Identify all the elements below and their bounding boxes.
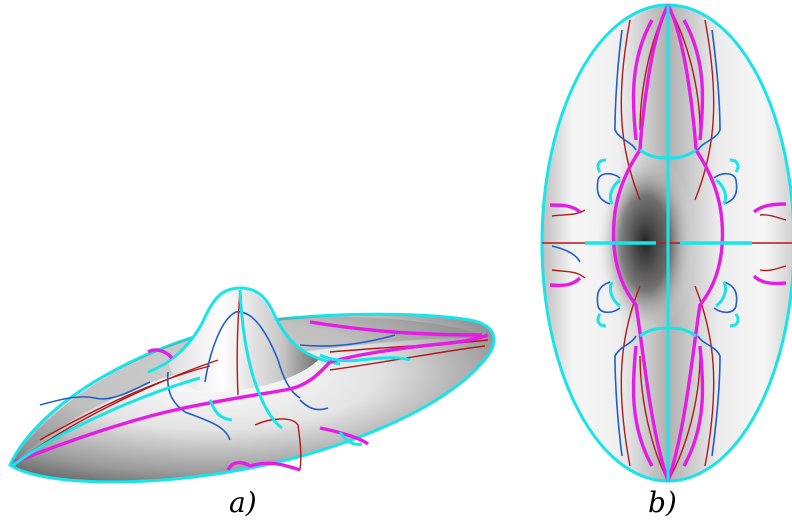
caption-a: a) bbox=[229, 486, 257, 519]
curve-b-magenta-5 bbox=[752, 202, 787, 214]
curve-b-red-5 bbox=[551, 269, 586, 279]
curve-b-magenta-9 bbox=[631, 345, 654, 467]
curve-b-blue-2 bbox=[697, 29, 721, 151]
curve-b-cyan-1 bbox=[608, 178, 621, 205]
curve-b-magenta-10 bbox=[682, 345, 705, 467]
curve-a-bump-outline bbox=[147, 286, 341, 374]
caption-b: b) bbox=[648, 486, 677, 519]
curve-a-cyan-1 bbox=[11, 376, 201, 468]
curve-a-magenta-5 bbox=[226, 460, 301, 472]
curve-b-blue-8 bbox=[713, 281, 738, 314]
curve-a-magenta-1 bbox=[14, 360, 332, 464]
curve-a-magenta-2 bbox=[329, 333, 489, 364]
curve-b-red-6 bbox=[551, 209, 586, 217]
curve-a-cyan-5 bbox=[338, 431, 363, 446]
curve-b-blue-1 bbox=[614, 29, 637, 151]
curve-a-magenta-6 bbox=[319, 426, 370, 446]
curve-b-cyan-3 bbox=[608, 281, 621, 308]
curve-b-cyan-8 bbox=[729, 313, 740, 328]
curve-b-blue-3 bbox=[614, 335, 637, 457]
curve-b-cyan-10 bbox=[639, 326, 697, 338]
curve-b-blue-9 bbox=[551, 245, 581, 263]
curve-b-blue-5 bbox=[596, 172, 621, 205]
surface-a-body bbox=[8, 312, 496, 484]
curve-b-magenta-6 bbox=[752, 274, 787, 286]
curve-b-red-7 bbox=[759, 214, 787, 221]
curve-b-cyan-4 bbox=[715, 281, 728, 308]
curve-b-magenta-1 bbox=[611, 4, 670, 482]
curve-b-cyan-9 bbox=[639, 148, 697, 160]
curve-a-red-5 bbox=[254, 418, 302, 471]
curve-b-cyan-2 bbox=[715, 178, 728, 205]
curve-a-cyan-2 bbox=[238, 289, 283, 430]
curve-b-cyan-5 bbox=[596, 158, 607, 173]
curve-b-red-9 bbox=[620, 19, 641, 201]
curve-b-magenta-3 bbox=[549, 203, 582, 214]
curve-b-blue-4 bbox=[697, 335, 721, 457]
curve-b-cyan-6 bbox=[729, 158, 740, 173]
curve-a-red-2 bbox=[39, 365, 211, 441]
curve-b-magenta-2 bbox=[666, 4, 725, 482]
curve-b-magenta-8 bbox=[682, 19, 705, 141]
curve-a-cyan-3 bbox=[208, 399, 233, 422]
curve-a-red-6 bbox=[329, 345, 486, 371]
curve-a-magenta-3 bbox=[309, 320, 483, 337]
curve-b-red-4 bbox=[667, 355, 701, 482]
curve-a-cyan-4 bbox=[319, 353, 411, 363]
curve-a-blue-5 bbox=[299, 399, 329, 411]
panel-b-surface bbox=[540, 3, 792, 483]
curve-a-blue-3 bbox=[299, 334, 396, 347]
curve-b-blue-6 bbox=[596, 281, 621, 314]
curve-b-red-8 bbox=[759, 265, 787, 272]
curve-a-magenta-4 bbox=[147, 348, 174, 360]
curve-b-magenta-7 bbox=[631, 19, 654, 141]
curve-a-blue-2 bbox=[39, 381, 151, 406]
curve-b-blue-7 bbox=[713, 172, 738, 205]
curve-b-magenta-4 bbox=[549, 276, 582, 288]
curve-b-cyan-7 bbox=[596, 313, 607, 328]
curve-b-red-10 bbox=[694, 19, 715, 201]
panel-a-surface bbox=[8, 286, 496, 484]
curve-a-blue-1 bbox=[204, 311, 301, 399]
